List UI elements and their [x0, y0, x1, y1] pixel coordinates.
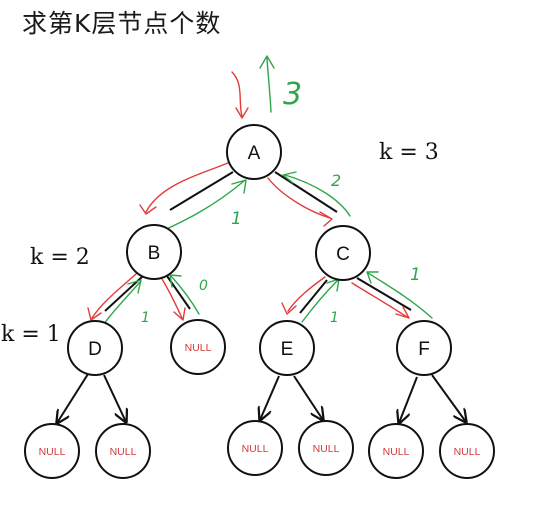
node-b-label: B [148, 243, 161, 264]
green-return-arrows [97, 55, 433, 333]
return-value-d: 1 [141, 310, 150, 326]
edge-f-null-right [431, 374, 466, 422]
null-node-e-left: NULL [227, 420, 283, 476]
edge-d-null-right [103, 374, 126, 422]
null-node-f-left: NULL [368, 423, 424, 479]
edge-d-null-left [57, 373, 89, 423]
node-a: A [226, 124, 282, 180]
node-e-label: E [281, 339, 294, 360]
null-label: NULL [313, 443, 340, 455]
edge-c-f [356, 277, 412, 311]
null-label: NULL [454, 446, 481, 458]
node-b: B [126, 224, 182, 280]
node-a-label: A [248, 143, 261, 164]
null-label: NULL [110, 446, 137, 458]
edge-a-b [169, 171, 234, 211]
node-f: F [396, 320, 452, 376]
return-value-e: 1 [330, 310, 339, 326]
level-label-k3: k = 3 [379, 140, 439, 165]
null-node-d-right: NULL [95, 423, 151, 479]
edge-a-c [274, 171, 338, 213]
node-d-label: D [88, 339, 102, 360]
null-node-f-right: NULL [439, 423, 495, 479]
null-label: NULL [242, 443, 269, 455]
null-node-d-left: NULL [24, 423, 80, 479]
red-traversal-arrows [87, 71, 410, 321]
return-value-root: 3 [283, 77, 302, 112]
null-label: NULL [39, 446, 66, 458]
node-c: C [315, 225, 371, 281]
edge-f-null-left [399, 376, 418, 423]
node-d: D [67, 320, 123, 376]
null-label: NULL [185, 342, 212, 354]
null-node-b-right: NULL [170, 319, 226, 375]
return-value-c: 2 [331, 171, 341, 190]
node-c-label: C [336, 244, 350, 265]
node-f-label: F [418, 339, 430, 360]
page-title: 求第K层节点个数 [22, 9, 222, 38]
edge-e-null-right [293, 375, 323, 420]
null-node-e-right: NULL [298, 420, 354, 476]
edge-e-null-left [260, 375, 280, 420]
level-label-k2: k = 2 [30, 245, 90, 270]
edge-c-e [299, 279, 328, 314]
level-label-k1: k = 1 [1, 322, 61, 347]
return-value-null-b: 0 [199, 278, 208, 294]
null-label: NULL [383, 446, 410, 458]
return-value-f: 1 [410, 265, 421, 285]
node-e: E [259, 320, 315, 376]
return-value-b: 1 [231, 209, 242, 229]
